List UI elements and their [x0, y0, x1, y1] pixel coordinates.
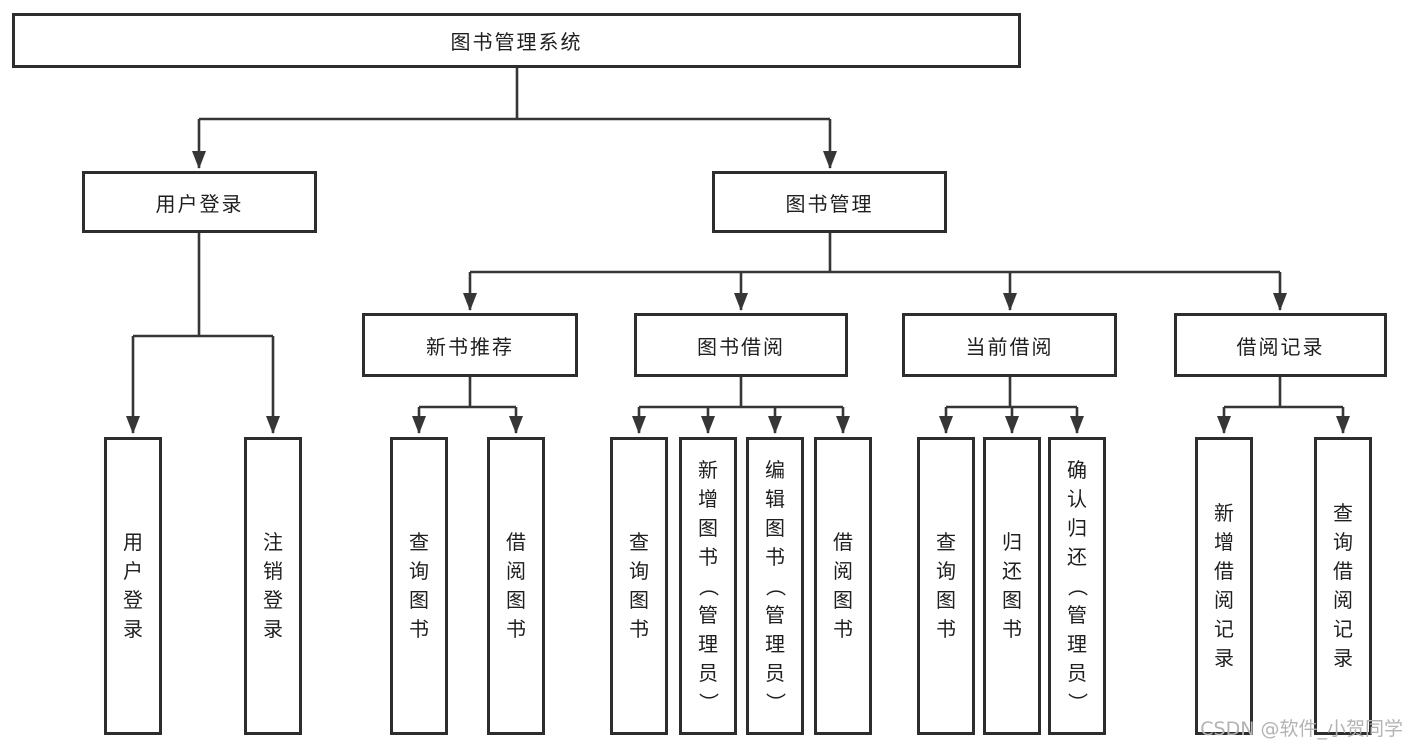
leaf-newbook-borrow-books: 借阅图书: [487, 437, 545, 735]
leaf-newbook-query-books: 查询图书: [390, 437, 448, 735]
connector-root-trunk: [199, 68, 830, 121]
node-user-login-branch: 用户登录: [82, 171, 317, 233]
leaf-borrowing-edit-books-admin: 编辑图书（管理员）: [746, 437, 804, 735]
node-book-borrowing: 图书借阅: [634, 313, 848, 377]
connector-user-trunk: [133, 233, 273, 338]
node-library-system: 图书管理系统: [12, 13, 1021, 68]
leaf-borrowing-borrow-books: 借阅图书: [814, 437, 872, 735]
connector-current-trunk: [946, 377, 1077, 409]
leaf-current-query-books: 查询图书: [917, 437, 975, 735]
connector-records-trunk: [1224, 377, 1343, 409]
leaf-logout: 注销登录: [244, 437, 302, 735]
leaf-current-confirm-return-admin: 确认归还（管理员）: [1048, 437, 1106, 735]
connector-newbook-trunk: [419, 377, 516, 409]
connector-bookmgmt-trunk: [470, 233, 1280, 274]
node-book-management-branch: 图书管理: [712, 171, 947, 233]
leaf-current-return-books: 归还图书: [983, 437, 1041, 735]
node-borrowing-records: 借阅记录: [1174, 313, 1387, 377]
leaf-records-add-borrow-record: 新增借阅记录: [1195, 437, 1253, 735]
leaf-borrowing-add-books-admin: 新增图书（管理员）: [679, 437, 737, 735]
leaf-records-query-borrow-record: 查询借阅记录: [1314, 437, 1372, 735]
leaf-user-login: 用户登录: [104, 437, 162, 735]
connector-borrow-trunk: [639, 377, 843, 409]
node-new-book-recommendation: 新书推荐: [362, 313, 578, 377]
csdn-watermark: CSDN @软件_小贺同学: [1200, 718, 1403, 740]
leaf-borrowing-query-books: 查询图书: [610, 437, 668, 735]
node-current-borrowing: 当前借阅: [902, 313, 1117, 377]
